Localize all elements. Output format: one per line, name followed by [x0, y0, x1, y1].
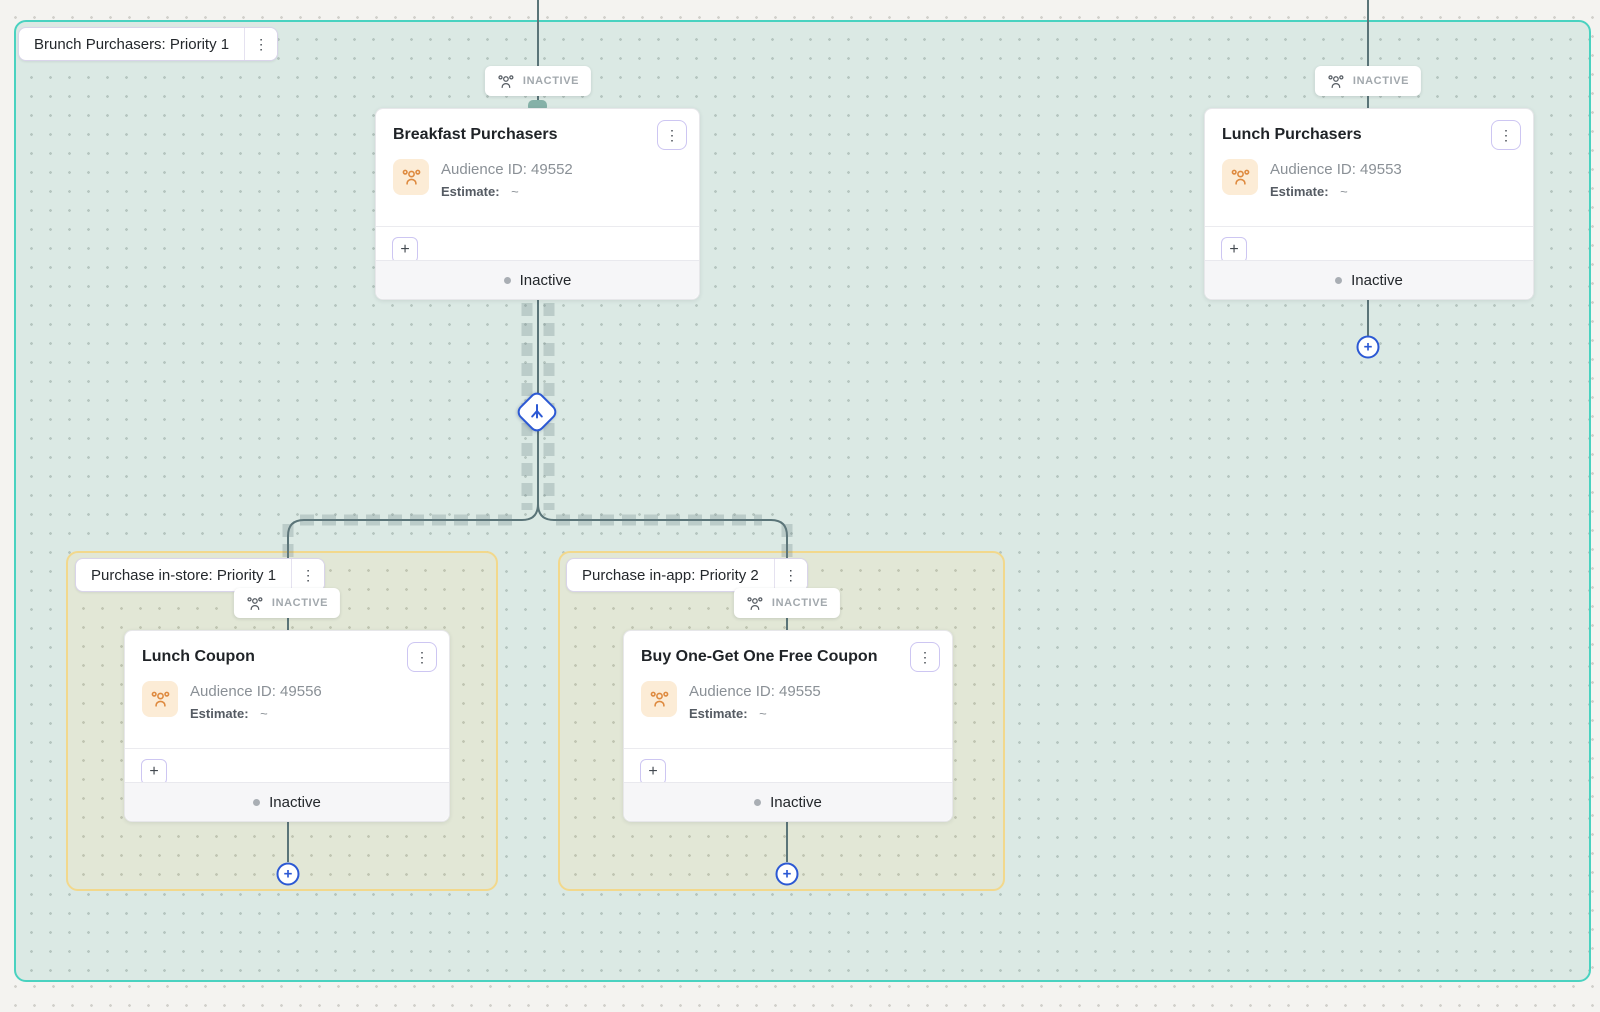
- branch-split-icon: [531, 404, 543, 419]
- card-title: Lunch Purchasers: [1222, 126, 1362, 143]
- card-title: Breakfast Purchasers: [393, 126, 558, 143]
- status-text: Inactive: [1351, 271, 1403, 289]
- plus-icon: +: [1363, 338, 1373, 356]
- status-dot-icon: [253, 798, 261, 806]
- add-action-button[interactable]: +: [640, 759, 666, 785]
- estimate-value: ~: [260, 706, 268, 721]
- kebab-icon: ⋮: [783, 566, 798, 583]
- status-text: Inactive: [269, 793, 321, 811]
- estimate-value: ~: [1340, 184, 1348, 199]
- status-bar: Inactive: [1205, 260, 1533, 299]
- plus-icon: +: [782, 865, 792, 883]
- kebab-icon: ⋮: [415, 648, 429, 665]
- status-bar: Inactive: [125, 782, 449, 821]
- badge-label: INACTIVE: [522, 75, 580, 87]
- card-title: Lunch Coupon: [142, 648, 255, 665]
- audience-id-text: Audience ID: 49555: [689, 683, 821, 700]
- divider: [376, 226, 699, 227]
- audience-card-lunch-coupon[interactable]: Lunch Coupon ⋮ Audience ID: 49556 Estima…: [124, 630, 450, 822]
- status-bar: Inactive: [624, 782, 952, 821]
- card-kebab-menu-button[interactable]: ⋮: [407, 642, 437, 672]
- group-kebab-menu-button[interactable]: ⋮: [245, 28, 278, 60]
- group-label-purchase-in-app[interactable]: Purchase in-app: Priority 2 ⋮: [566, 558, 808, 592]
- status-text: Inactive: [770, 793, 822, 811]
- audience-card-lunch-purchasers[interactable]: Lunch Purchasers ⋮ Audience ID: 49553 Es…: [1204, 108, 1534, 300]
- group-label-text: Brunch Purchasers: Priority 1: [34, 35, 230, 53]
- status-dot-icon: [1335, 276, 1343, 284]
- kebab-icon: ⋮: [254, 35, 269, 52]
- card-kebab-menu-button[interactable]: ⋮: [910, 642, 940, 672]
- audience-icon: [393, 159, 429, 195]
- status-dot-icon: [503, 276, 511, 284]
- status-bar: Inactive: [376, 260, 699, 299]
- plus-icon: +: [149, 763, 159, 780]
- status-dot-icon: [754, 798, 762, 806]
- audience-icon: [641, 681, 677, 717]
- badge-label: INACTIVE: [271, 597, 329, 609]
- estimate-label: Estimate:: [689, 706, 748, 721]
- card-title: Buy One-Get One Free Coupon: [641, 648, 878, 665]
- inactive-badge-bogo: INACTIVE: [733, 588, 841, 618]
- badge-label: INACTIVE: [771, 597, 829, 609]
- plus-icon: +: [400, 241, 410, 258]
- audience-group-icon: [746, 596, 764, 611]
- status-text: Inactive: [519, 271, 572, 289]
- estimate-value: ~: [511, 184, 519, 199]
- divider: [244, 28, 246, 60]
- kebab-icon: ⋮: [301, 566, 316, 583]
- plus-icon: +: [1229, 241, 1239, 258]
- add-node-button-in-store[interactable]: +: [276, 862, 300, 886]
- audience-group-icon: [246, 596, 264, 611]
- estimate-label: Estimate:: [441, 184, 500, 199]
- audience-card-buy-one-get-one[interactable]: Buy One-Get One Free Coupon ⋮ Audience I…: [623, 630, 953, 822]
- divider: [624, 748, 952, 749]
- audience-id-text: Audience ID: 49553: [1270, 161, 1402, 178]
- inactive-badge-lunch-coupon: INACTIVE: [233, 588, 341, 618]
- group-label-text: Purchase in-app: Priority 2: [582, 566, 759, 584]
- kebab-icon: ⋮: [1499, 126, 1513, 143]
- group-kebab-menu-button[interactable]: ⋮: [292, 559, 325, 591]
- audience-id-text: Audience ID: 49556: [190, 683, 322, 700]
- audience-card-breakfast-purchasers[interactable]: Breakfast Purchasers ⋮ Audience ID: 4955…: [375, 108, 700, 300]
- add-node-button-in-app[interactable]: +: [775, 862, 799, 886]
- inactive-badge-lunch: INACTIVE: [1314, 66, 1422, 96]
- audience-icon: [1222, 159, 1258, 195]
- divider: [1205, 226, 1533, 227]
- audience-group-icon: [1327, 74, 1345, 89]
- audience-group-icon: [497, 74, 515, 89]
- estimate-label: Estimate:: [190, 706, 249, 721]
- card-kebab-menu-button[interactable]: ⋮: [1491, 120, 1521, 150]
- divider: [125, 748, 449, 749]
- add-action-button[interactable]: +: [392, 237, 418, 263]
- estimate-label: Estimate:: [1270, 184, 1329, 199]
- plus-icon: +: [283, 865, 293, 883]
- group-label-brunch-purchasers[interactable]: Brunch Purchasers: Priority 1 ⋮: [18, 27, 279, 61]
- estimate-value: ~: [759, 706, 767, 721]
- kebab-icon: ⋮: [918, 648, 932, 665]
- audience-id-text: Audience ID: 49552: [441, 161, 573, 178]
- group-kebab-menu-button[interactable]: ⋮: [774, 559, 807, 591]
- inactive-badge-breakfast: INACTIVE: [484, 66, 592, 96]
- plus-icon: +: [648, 763, 658, 780]
- group-label-purchase-in-store[interactable]: Purchase in-store: Priority 1 ⋮: [75, 558, 326, 592]
- card-kebab-menu-button[interactable]: ⋮: [657, 120, 687, 150]
- kebab-icon: ⋮: [665, 126, 679, 143]
- group-label-text: Purchase in-store: Priority 1: [91, 566, 277, 584]
- add-node-button-lunch[interactable]: +: [1356, 335, 1380, 359]
- audience-icon: [142, 681, 178, 717]
- badge-label: INACTIVE: [1352, 75, 1410, 87]
